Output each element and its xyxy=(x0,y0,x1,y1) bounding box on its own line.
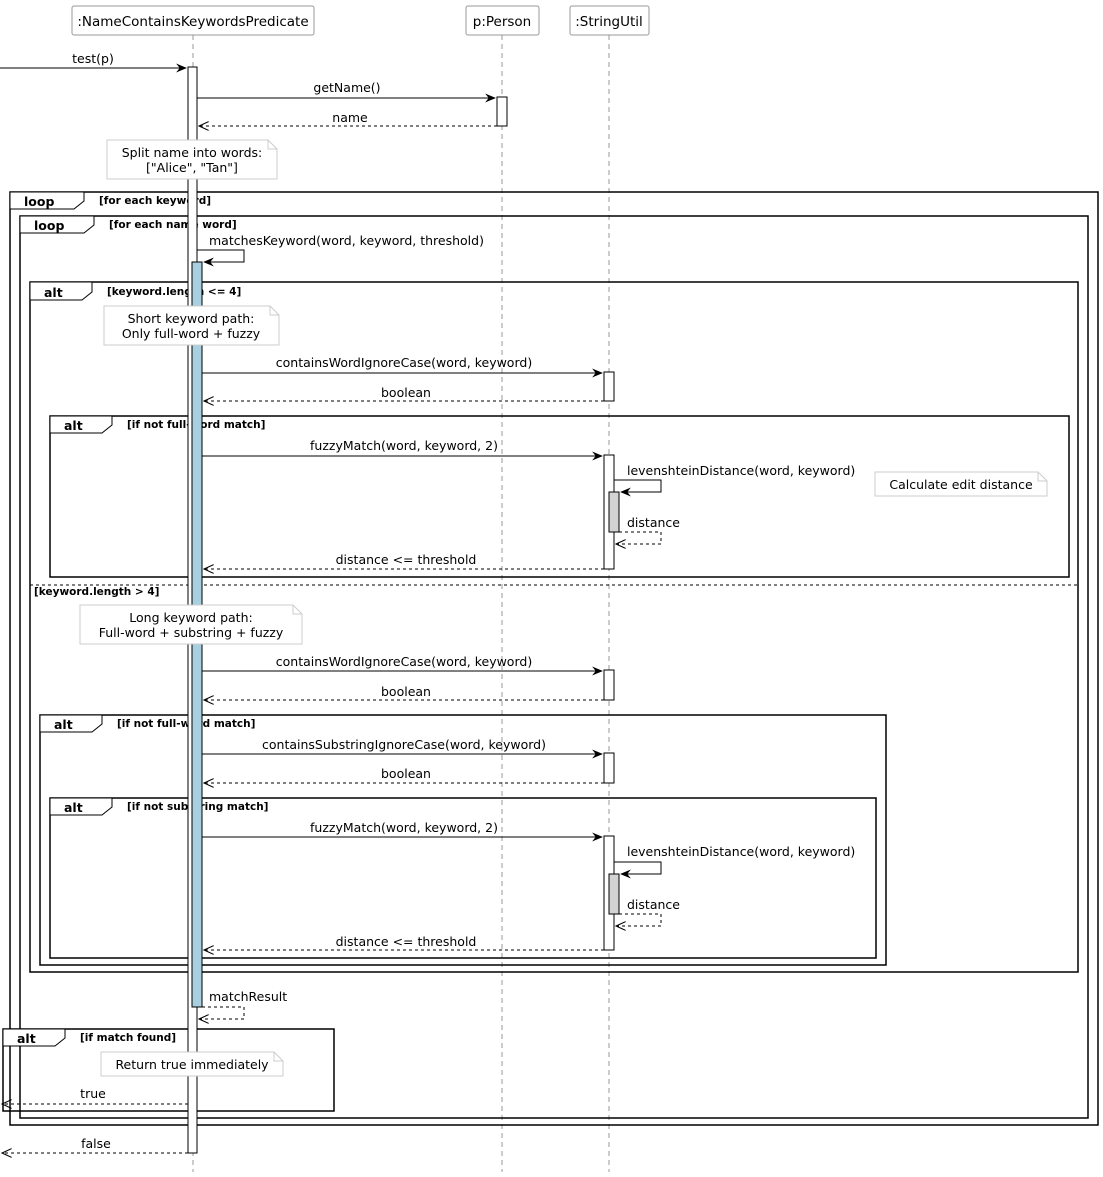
tab-alt-match xyxy=(2,1028,66,1047)
message-label: fuzzyMatch(word, keyword, 2) xyxy=(310,820,498,835)
tab-loop-keyword xyxy=(9,191,85,210)
fragment-loop-keyword xyxy=(9,191,1099,1126)
activation-stringutil xyxy=(603,752,615,784)
tab-alt-fullword-short xyxy=(49,415,113,434)
fragment-keyword: alt xyxy=(64,418,83,433)
note-text: Return true immediately xyxy=(115,1057,269,1072)
note-long-keyword: Long keyword path: Full-word + substring… xyxy=(79,604,303,645)
note-split-name: Split name into words: ["Alice", "Tan"] xyxy=(106,139,278,180)
message-label: levenshteinDistance(word, keyword) xyxy=(627,463,855,478)
note-short-keyword: Short keyword path: Only full-word + fuz… xyxy=(103,305,280,346)
self-return-arrow xyxy=(616,913,662,926)
participant-predicate-label: :NameContainsKeywordsPredicate xyxy=(77,14,308,30)
note-text: Calculate edit distance xyxy=(889,477,1033,492)
fragment-guard: [for each name word] xyxy=(109,219,237,231)
message-label: name xyxy=(332,110,368,125)
note-text: Long keyword path: xyxy=(129,610,252,625)
participant-stringutil: :StringUtil xyxy=(569,5,650,36)
tab-alt-fullword-long xyxy=(39,714,103,733)
note-text: ["Alice", "Tan"] xyxy=(146,160,238,175)
message-label: matchesKeyword(word, keyword, threshold) xyxy=(209,233,484,248)
fragment-keyword: alt xyxy=(54,717,73,732)
message-label: containsWordIgnoreCase(word, keyword) xyxy=(276,355,532,370)
self-return-arrow xyxy=(616,531,662,544)
fragment-keyword: alt xyxy=(44,285,63,300)
fragment-alt-fullword-short xyxy=(49,415,1070,578)
activation-levenshtein xyxy=(608,873,620,915)
fragment-else-guard: [keyword.length > 4] xyxy=(34,586,159,598)
participant-predicate: :NameContainsKeywordsPredicate xyxy=(71,5,315,36)
message-label: distance <= threshold xyxy=(336,552,477,567)
message-label: false xyxy=(81,1136,111,1151)
message-label: containsWordIgnoreCase(word, keyword) xyxy=(276,654,532,669)
message-label: containsSubstringIgnoreCase(word, keywor… xyxy=(262,737,546,752)
note-return-true: Return true immediately xyxy=(100,1051,284,1077)
tab-alt-length xyxy=(29,281,93,301)
fragment-keyword: loop xyxy=(34,218,64,233)
message-label: fuzzyMatch(word, keyword, 2) xyxy=(310,438,498,453)
fragment-alt-length xyxy=(29,281,1079,973)
tab-alt-substring xyxy=(49,797,113,816)
tab-loop-word xyxy=(19,215,95,234)
fragment-guard: [keyword.length <= 4] xyxy=(107,286,241,298)
self-message-arrow xyxy=(614,479,662,497)
fragment-keyword: loop xyxy=(24,194,54,209)
activation-levenshtein xyxy=(608,491,620,533)
fragment-guard: [if not full-word match] xyxy=(117,718,255,730)
message-label: distance <= threshold xyxy=(336,934,477,949)
participant-person-label: p:Person xyxy=(473,14,531,30)
message-label: distance xyxy=(627,897,680,912)
fragment-guard: [for each keyword] xyxy=(99,195,211,207)
message-label: levenshteinDistance(word, keyword) xyxy=(627,844,855,859)
message-label: boolean xyxy=(381,766,431,781)
self-message-arrow xyxy=(197,249,245,267)
fragment-alt-fullword-long xyxy=(39,714,887,966)
fragment-alt-match xyxy=(2,1028,335,1112)
message-label: boolean xyxy=(381,684,431,699)
participant-person: p:Person xyxy=(465,5,540,36)
message-label: boolean xyxy=(381,385,431,400)
note-text: Split name into words: xyxy=(122,145,262,160)
fragment-keyword: alt xyxy=(64,800,83,815)
message-label: distance xyxy=(627,515,680,530)
activation-person xyxy=(496,96,508,127)
message-label: true xyxy=(80,1086,106,1101)
fragment-loop-word xyxy=(19,215,1089,1119)
fragment-keyword: alt xyxy=(17,1031,36,1046)
note-text: Full-word + substring + fuzzy xyxy=(99,625,284,640)
message-label: matchResult xyxy=(209,989,287,1004)
self-message-arrow xyxy=(614,861,662,879)
message-label: test(p) xyxy=(72,51,114,66)
fragment-guard: [if match found] xyxy=(80,1032,176,1044)
activation-stringutil xyxy=(603,371,615,402)
activation-stringutil xyxy=(603,669,615,701)
self-return-arrow xyxy=(199,1006,245,1019)
message-label: getName() xyxy=(313,80,380,95)
fragment-alt-substring xyxy=(49,797,877,959)
note-text: Short keyword path: xyxy=(128,311,255,326)
note-edit-distance: Calculate edit distance xyxy=(874,471,1048,497)
participant-stringutil-label: :StringUtil xyxy=(575,14,643,30)
note-text: Only full-word + fuzzy xyxy=(122,326,261,341)
